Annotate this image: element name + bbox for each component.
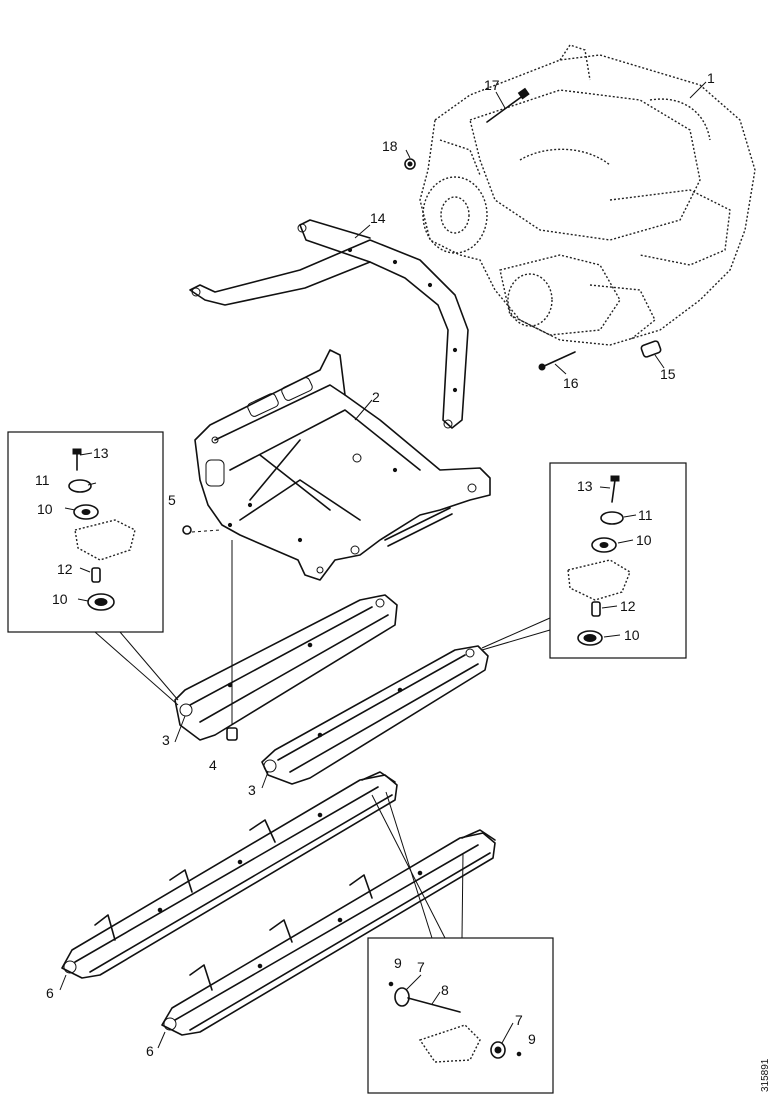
bolt-4	[226, 540, 238, 741]
detail-box-right	[481, 462, 687, 659]
rail-3-upper	[174, 594, 398, 741]
label-10-right-top: 10	[636, 532, 652, 548]
label-17: 17	[484, 77, 500, 93]
label-18: 18	[382, 138, 398, 154]
label-4: 4	[209, 757, 217, 773]
label-10-left-top: 10	[37, 501, 53, 517]
label-16: 16	[563, 375, 579, 391]
engine-assembly	[419, 44, 756, 346]
label-9-left: 9	[394, 955, 402, 971]
bolt-17	[486, 87, 530, 123]
crossmember-14	[189, 219, 469, 429]
label-12-right: 12	[620, 598, 636, 614]
subframe-2	[194, 349, 491, 581]
label-10-left-bottom: 10	[52, 591, 68, 607]
label-3-lower: 3	[248, 782, 256, 798]
sleeve-15	[640, 340, 662, 358]
label-12-left: 12	[57, 561, 73, 577]
label-14: 14	[370, 210, 386, 226]
label-5: 5	[168, 492, 176, 508]
label-6-upper: 6	[46, 985, 54, 1001]
part-labels: 1 2 3 3 4 5 6 6 7 7 8 9 9 10 10 10 10 11…	[35, 70, 771, 1092]
bolt-16	[538, 351, 576, 371]
label-11-left: 11	[35, 472, 50, 488]
label-13-right: 13	[577, 478, 593, 494]
leader-lines	[59, 81, 707, 1049]
bolt-5	[182, 525, 221, 535]
label-9-right: 9	[528, 1031, 536, 1047]
label-10-right-bottom: 10	[624, 627, 640, 643]
label-2: 2	[372, 389, 380, 405]
label-7-left: 7	[417, 959, 425, 975]
label-11-right: 11	[638, 507, 653, 523]
label-15: 15	[660, 366, 676, 382]
long-rail-6-lower	[161, 829, 496, 1036]
nut-18	[404, 158, 416, 170]
label-6-lower: 6	[146, 1043, 154, 1059]
label-3-upper: 3	[162, 732, 170, 748]
long-rail-6-upper	[61, 771, 398, 979]
label-7-right: 7	[515, 1012, 523, 1028]
reference-number: 315891	[760, 1058, 771, 1092]
detail-box-left	[7, 431, 179, 706]
detail-box-bottom	[367, 791, 554, 1094]
label-8: 8	[441, 982, 449, 998]
rail-3-lower	[261, 645, 489, 785]
label-1: 1	[707, 70, 715, 86]
label-13-left: 13	[93, 445, 109, 461]
